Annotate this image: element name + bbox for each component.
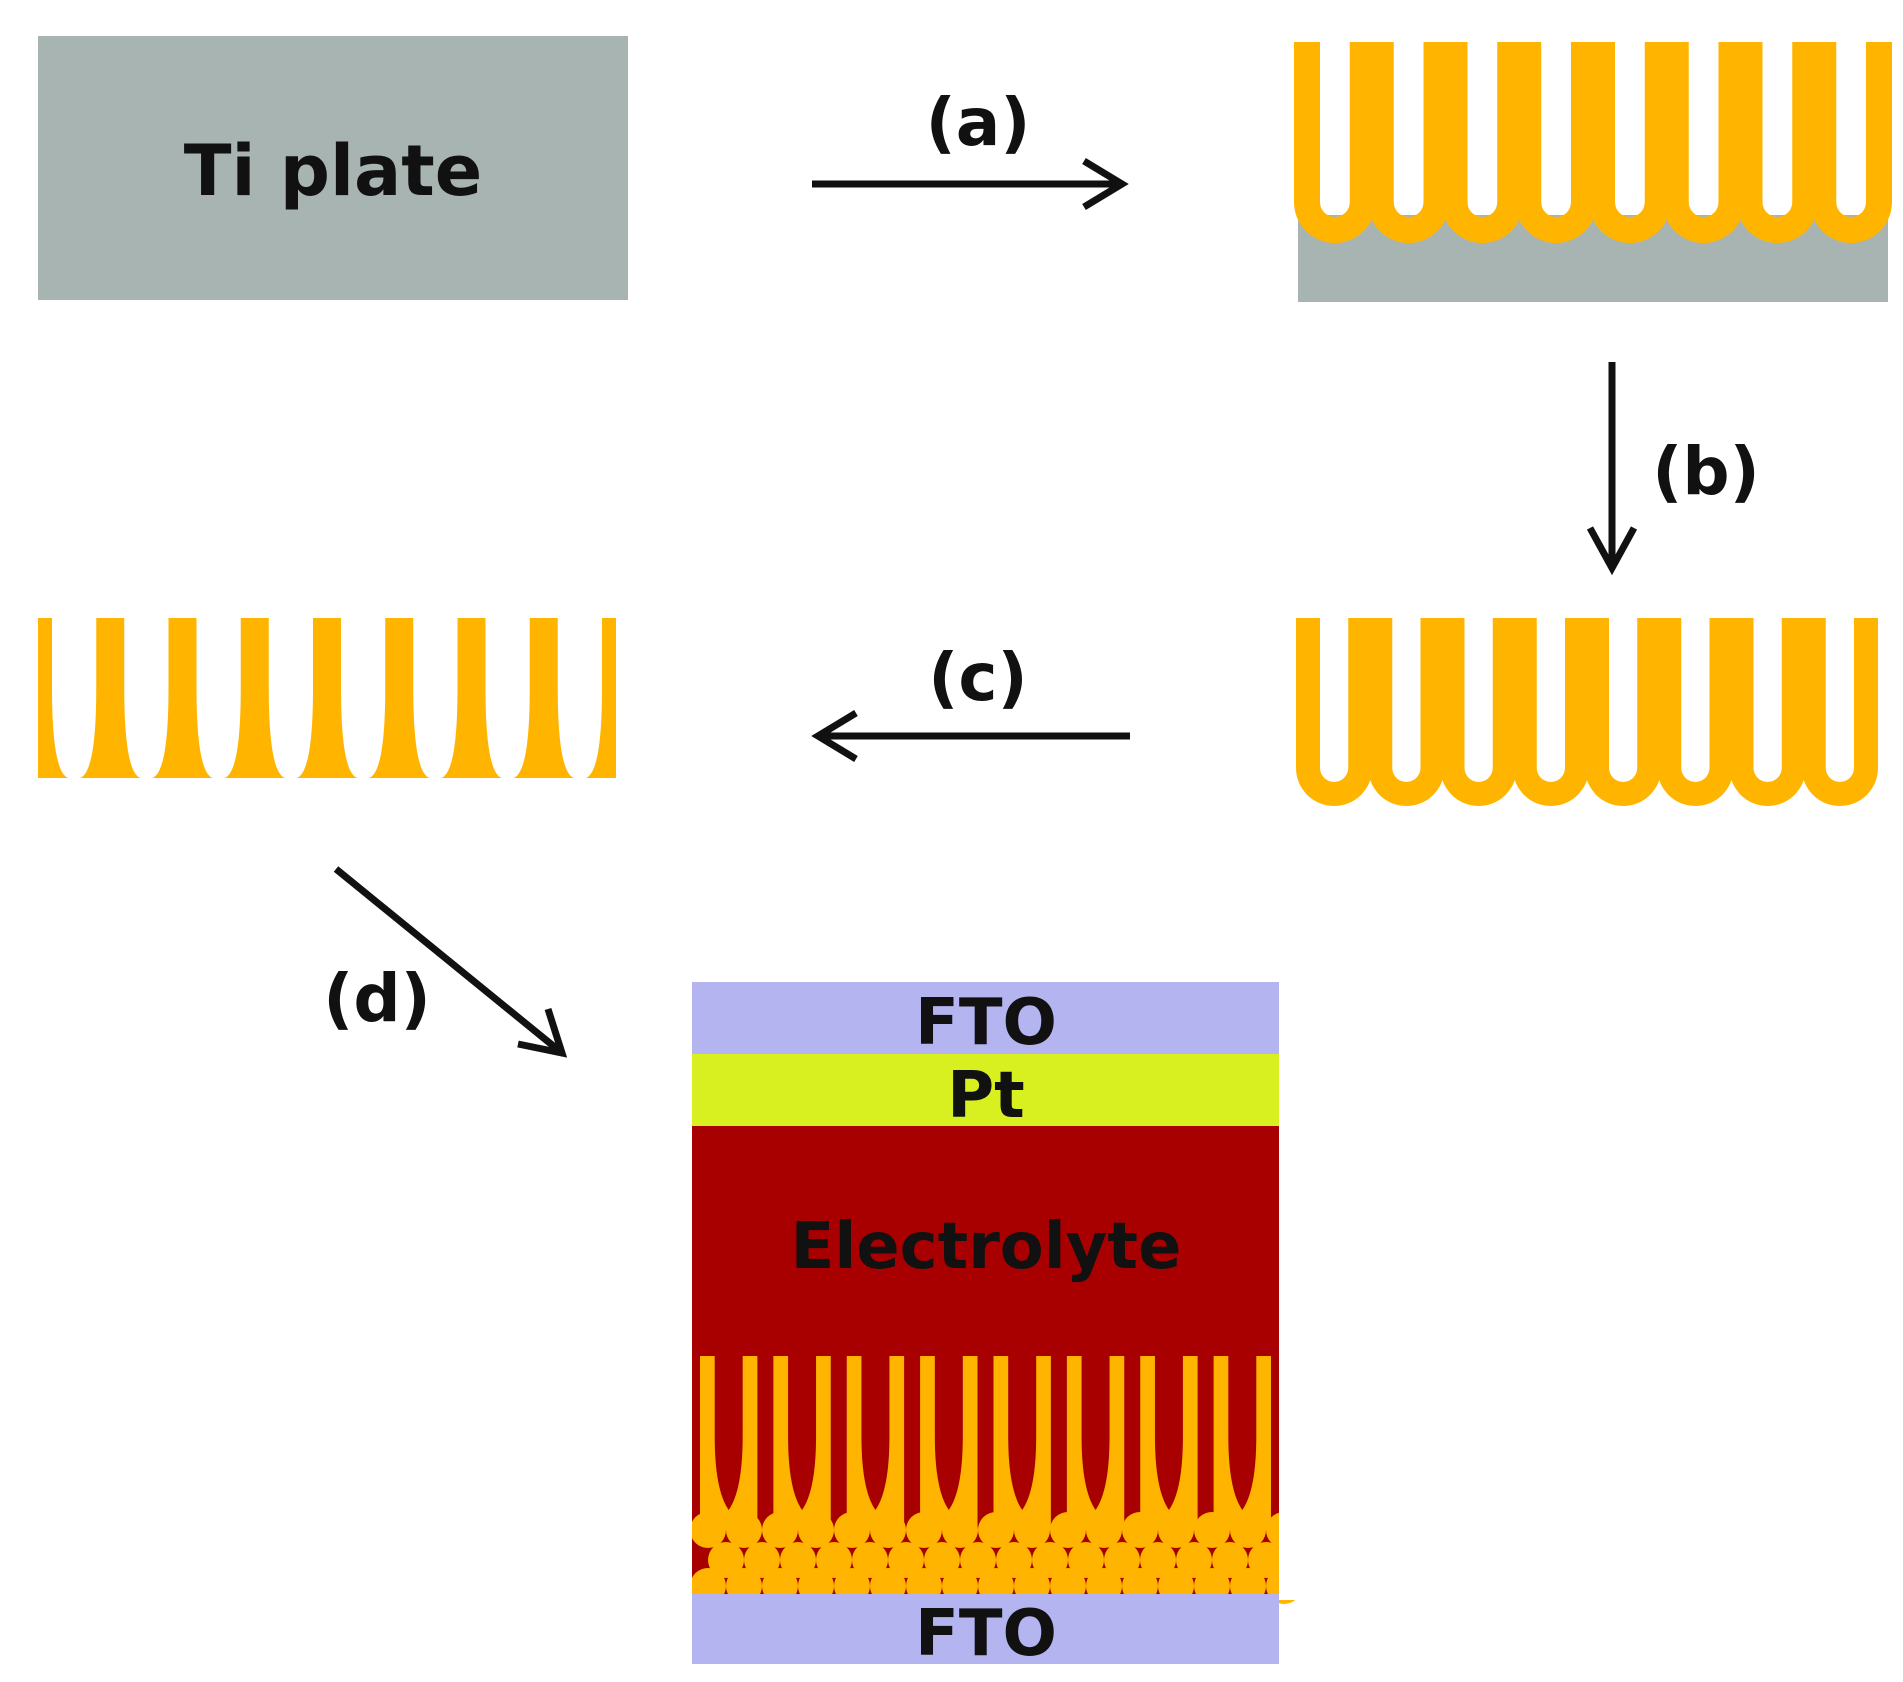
- nanotube: [1367, 42, 1450, 244]
- nanoparticle: [744, 1542, 780, 1578]
- arrow-a-head: [1082, 158, 1129, 210]
- nanotube: [1441, 42, 1524, 244]
- open-tube-interior: [124, 618, 169, 778]
- dssc-device: FTO Pt Electrolyte FTO: [662, 982, 1319, 1671]
- nanoparticle: [1230, 1512, 1266, 1548]
- nanoparticle: [1068, 1542, 1104, 1578]
- nanoparticle: [690, 1512, 726, 1548]
- closed-nanotube: [1585, 618, 1662, 806]
- step-d: (d): [323, 866, 568, 1058]
- particle-clip-right: [1279, 1480, 1319, 1600]
- device-nanotube: [773, 1356, 831, 1530]
- nanotubes-on-ti-stage: [1294, 42, 1892, 302]
- nanoparticle: [852, 1542, 888, 1578]
- nanoparticle: [1158, 1512, 1194, 1548]
- device-nanotube: [846, 1356, 905, 1530]
- electrolyte-label: Electrolyte: [791, 1210, 1182, 1284]
- top-fto-label: FTO: [915, 986, 1057, 1060]
- open-nanotube-membrane: [38, 618, 616, 778]
- open-tube-interior: [557, 618, 602, 778]
- nanoparticle: [1194, 1512, 1230, 1548]
- arrow-d-head: [517, 1007, 568, 1058]
- nanoparticle: [888, 1542, 924, 1578]
- device-nanotube: [920, 1356, 978, 1530]
- open-tube-interior: [485, 618, 530, 778]
- nanotube: [1662, 42, 1745, 244]
- nanoparticle: [708, 1542, 744, 1578]
- nanoparticle: [780, 1542, 816, 1578]
- nanoparticle: [798, 1512, 834, 1548]
- nanoparticle: [1086, 1512, 1122, 1548]
- open-tube-interior: [52, 618, 97, 778]
- device-nanotube: [1213, 1356, 1271, 1530]
- closed-nanotube: [1296, 618, 1373, 806]
- detached-nanotube-membrane: [1296, 618, 1878, 806]
- nanoparticle: [1014, 1512, 1050, 1548]
- nanoparticle: [1104, 1542, 1140, 1578]
- nanoparticle: [870, 1512, 906, 1548]
- nanoparticle: [1212, 1542, 1248, 1578]
- detached-membrane-stage: [1296, 618, 1878, 806]
- nanoparticle: [816, 1542, 852, 1578]
- ti-plate-stage: Ti plate: [38, 36, 628, 300]
- nanoparticle: [996, 1542, 1032, 1578]
- closed-nanotube: [1729, 618, 1806, 806]
- arrow-b-head: [1586, 526, 1638, 576]
- nanoparticle: [1248, 1542, 1284, 1578]
- closed-nanotube: [1368, 618, 1445, 806]
- nanotube-photoanode: [700, 1356, 1271, 1530]
- nanoparticle: [960, 1542, 996, 1578]
- closed-nanotube: [1440, 618, 1517, 806]
- nanoparticle: [1050, 1512, 1086, 1548]
- ti-plate: [38, 36, 628, 300]
- nanoparticle: [1122, 1512, 1158, 1548]
- nanotube: [1589, 42, 1671, 244]
- nanoparticle: [1032, 1542, 1068, 1578]
- step-d-label: (d): [323, 960, 431, 1037]
- step-a: (a): [812, 84, 1129, 210]
- nanoparticle: [978, 1512, 1014, 1548]
- open-tube-interior: [341, 618, 386, 778]
- top-fto-layer: [692, 982, 1279, 1054]
- tio2-nanotube-array: [1294, 42, 1892, 244]
- nanoparticle: [726, 1512, 762, 1548]
- step-b: (b): [1586, 362, 1760, 576]
- bottom-fto-layer: [692, 1594, 1279, 1664]
- nanoparticle: [1140, 1542, 1176, 1578]
- open-tube-interior: [268, 618, 313, 778]
- bottom-fto-label: FTO: [915, 1597, 1057, 1671]
- open-membrane-stage: [38, 618, 616, 778]
- device-nanotube: [993, 1356, 1051, 1530]
- particle-clip-left: [662, 1480, 692, 1600]
- device-nanotube: [700, 1356, 758, 1530]
- nanoparticle: [924, 1542, 960, 1578]
- arrow-d: [333, 866, 565, 1056]
- closed-nanotube: [1657, 618, 1734, 806]
- nanotube: [1515, 42, 1597, 244]
- nanoparticle: [1176, 1542, 1212, 1578]
- nanoparticle: [906, 1512, 942, 1548]
- nanoparticle: [762, 1512, 798, 1548]
- nanoparticle: [834, 1512, 870, 1548]
- nanotube: [1736, 42, 1819, 244]
- pt-label: Pt: [947, 1059, 1025, 1133]
- open-tube-interior: [413, 618, 458, 778]
- arrow-c-head: [811, 710, 858, 762]
- nanoparticle: [942, 1512, 978, 1548]
- open-tube-interior: [196, 618, 241, 778]
- ti-plate-label: Ti plate: [184, 130, 482, 212]
- step-c-label: (c): [928, 639, 1027, 716]
- closed-nanotube: [1801, 618, 1878, 806]
- step-b-label: (b): [1652, 433, 1760, 510]
- nanotube: [1810, 42, 1892, 244]
- device-nanotube: [1140, 1356, 1198, 1530]
- device-nanotube: [1066, 1356, 1125, 1530]
- step-c: (c): [811, 639, 1130, 762]
- step-a-label: (a): [926, 84, 1031, 161]
- nanotube: [1294, 42, 1376, 244]
- closed-nanotube: [1512, 618, 1589, 806]
- pt-layer: [692, 1054, 1279, 1126]
